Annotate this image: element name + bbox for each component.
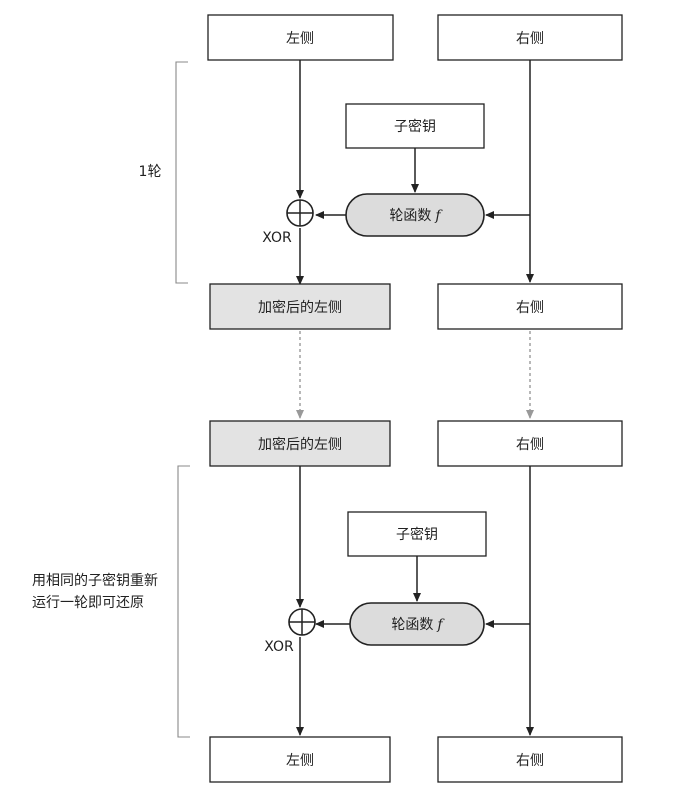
svg-text:子密钥: 子密钥 bbox=[396, 526, 438, 543]
round1-xor-icon bbox=[286, 199, 314, 227]
round2-xor-icon bbox=[288, 608, 316, 636]
svg-text:加密后的左侧: 加密后的左侧 bbox=[258, 299, 342, 316]
round1-brace bbox=[175, 61, 188, 284]
svg-text:右侧: 右侧 bbox=[516, 753, 544, 769]
round2-brace-label-line2: 运行一轮即可还原 bbox=[32, 595, 144, 611]
svg-text:左侧: 左侧 bbox=[286, 31, 314, 47]
round1-brace-label: 1轮 bbox=[139, 164, 162, 180]
round1-right-output-box: 右侧 bbox=[437, 283, 623, 330]
svg-text:右侧: 右侧 bbox=[516, 437, 544, 453]
round2-encrypted-left-box: 加密后的左侧 bbox=[209, 420, 391, 467]
svg-text:右侧: 右侧 bbox=[516, 300, 544, 316]
round2-right-input-box: 右侧 bbox=[437, 420, 623, 467]
svg-text:右侧: 右侧 bbox=[516, 31, 544, 47]
round2-left-output-box: 左侧 bbox=[209, 736, 391, 783]
round2-right-output-box: 右侧 bbox=[437, 736, 623, 783]
svg-text:加密后的左侧: 加密后的左侧 bbox=[258, 436, 342, 453]
svg-text:子密钥: 子密钥 bbox=[394, 118, 436, 135]
round2-xor-label: XOR bbox=[264, 639, 294, 655]
round2-subkey-box: 子密钥 bbox=[347, 511, 487, 557]
round2-brace-label-line1: 用相同的子密钥重新 bbox=[32, 572, 158, 589]
round2-brace bbox=[177, 465, 190, 738]
svg-text:左侧: 左侧 bbox=[286, 753, 314, 769]
round1-xor-label: XOR bbox=[262, 230, 292, 246]
round1-left-input-box: 左侧 bbox=[207, 14, 394, 61]
round1-right-input-box: 右侧 bbox=[437, 14, 623, 61]
round1-encrypted-left-box: 加密后的左侧 bbox=[209, 283, 391, 330]
round1-subkey-box: 子密钥 bbox=[345, 103, 485, 149]
